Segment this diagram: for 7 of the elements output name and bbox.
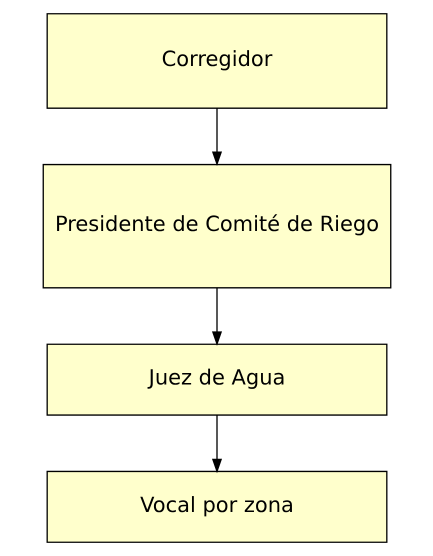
arrow — [211, 288, 222, 346]
arrow — [211, 108, 222, 166]
node-box: Vocal por zona — [46, 470, 387, 543]
node-box: Corregidor — [46, 13, 387, 109]
node-box: Presidente de Comité de Riego — [42, 164, 391, 288]
node-box: Juez de Agua — [46, 344, 387, 416]
arrow — [211, 415, 222, 474]
